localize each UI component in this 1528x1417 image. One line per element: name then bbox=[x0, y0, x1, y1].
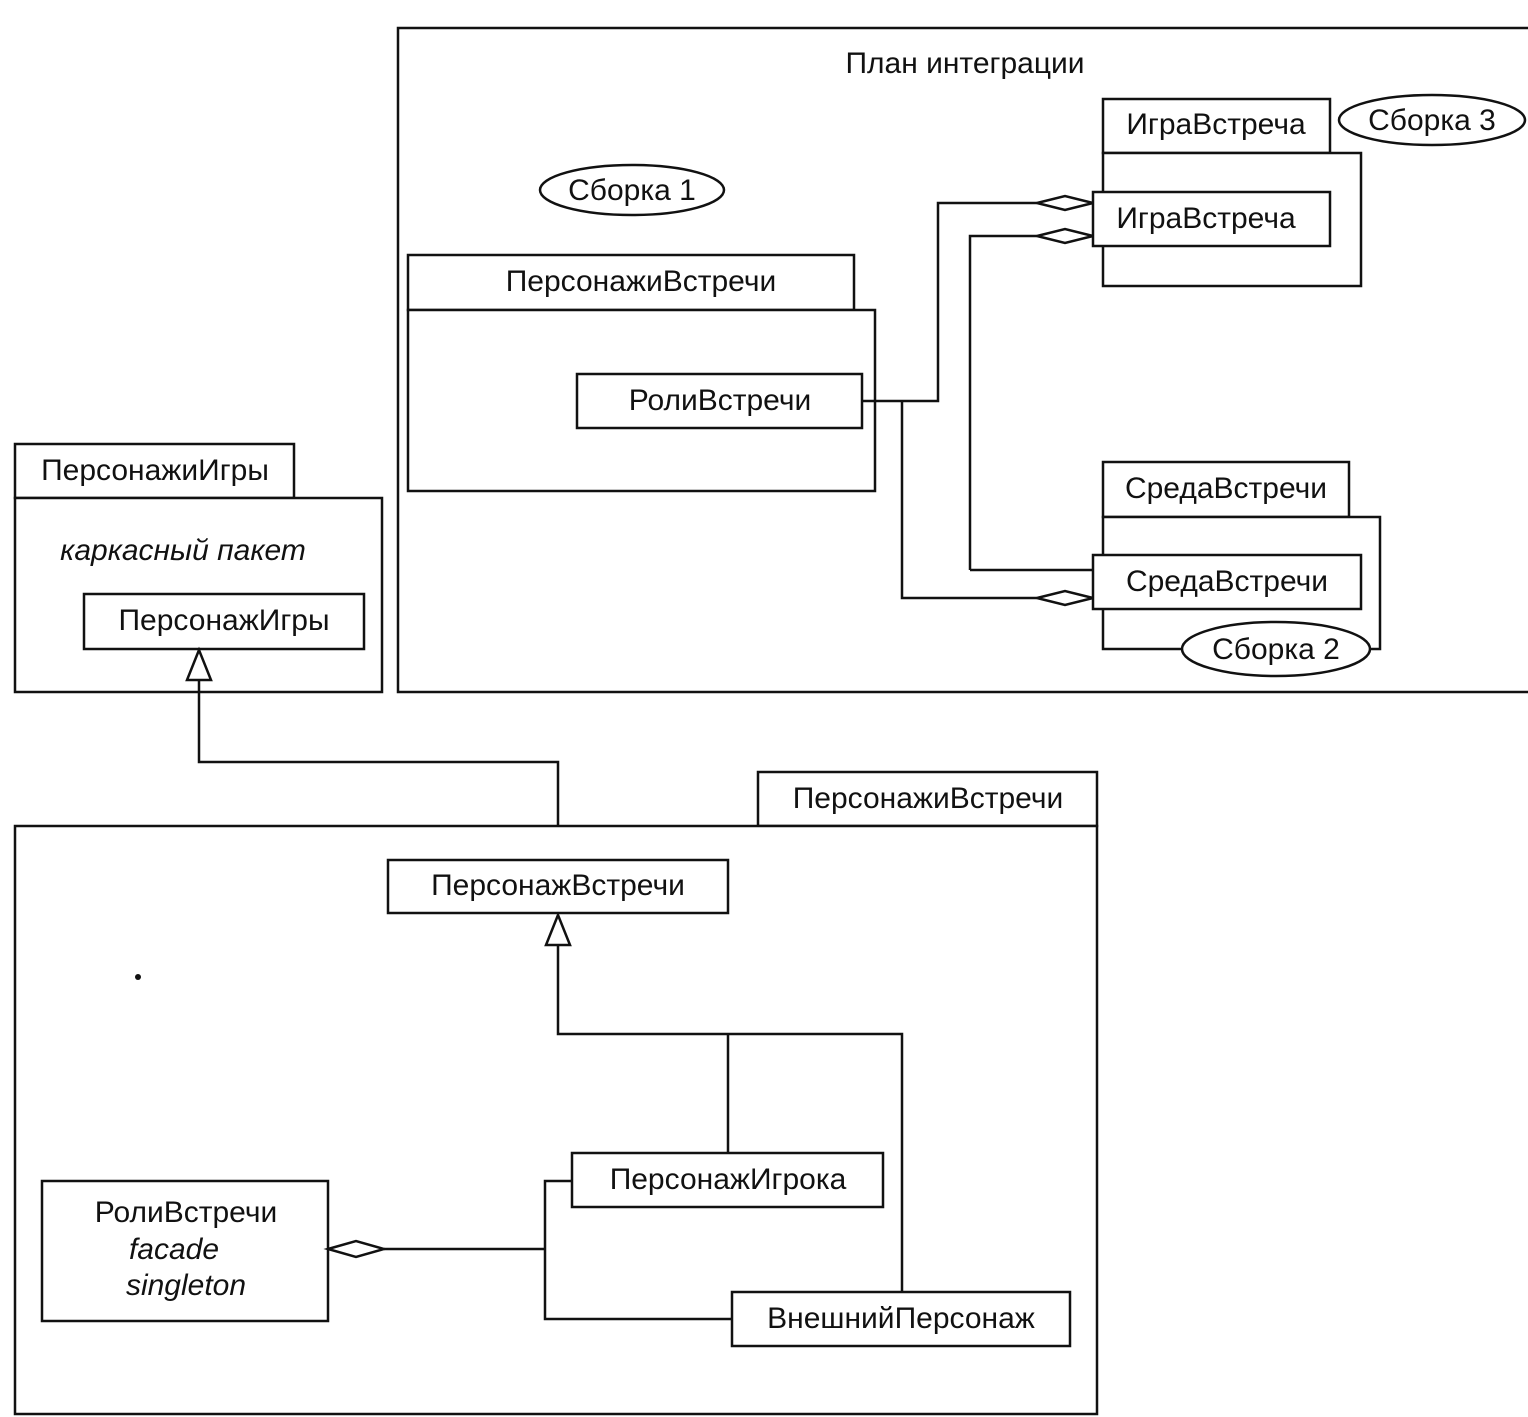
player-character-class-name: ПерсонажИгрока bbox=[610, 1163, 847, 1196]
plan-characters-package-name: ПерсонажиВстречи bbox=[506, 265, 777, 298]
player-character-class bbox=[570, 1151, 885, 1209]
framework-package-stereotype: каркасный пакет bbox=[60, 534, 306, 567]
env-class-name: СредаВстречи bbox=[1126, 565, 1328, 598]
build-3-label: Сборка 3 bbox=[1368, 104, 1496, 137]
integration-plan-title: План интеграции bbox=[845, 47, 1084, 80]
roles-to-game-connector-1 bbox=[862, 201, 1037, 403]
external-character-class bbox=[730, 1290, 1072, 1348]
env-to-game-connector bbox=[968, 234, 1037, 570]
game-package-name: ИграВстреча bbox=[1126, 108, 1306, 141]
game-character-class-name: ПерсонажИгры bbox=[118, 604, 329, 637]
stray-dot bbox=[135, 974, 141, 980]
env-package-tab bbox=[1101, 460, 1351, 519]
integration-plan-frame bbox=[396, 26, 1528, 694]
meeting-to-game-character-generalization bbox=[197, 680, 560, 860]
aggregation-diamond-game-2 bbox=[1036, 227, 1094, 245]
roles-aggregation-branches bbox=[543, 1179, 732, 1321]
aggregation-diamond-game-1 bbox=[1036, 194, 1094, 212]
subclass-generalization-trunk bbox=[556, 945, 904, 1292]
roles-singleton-pattern: singleton bbox=[126, 1269, 246, 1302]
meeting-character-class-name: ПерсонажВстречи bbox=[431, 869, 685, 902]
build-2-ellipse bbox=[1180, 620, 1372, 678]
game-character-class bbox=[82, 592, 366, 651]
plan-roles-class bbox=[575, 372, 864, 430]
generalization-arrow-game-character bbox=[185, 646, 213, 682]
env-package-name: СредаВстречи bbox=[1125, 472, 1327, 505]
aggregation-diamond-env bbox=[1036, 589, 1094, 607]
build-1-ellipse bbox=[538, 163, 726, 217]
build-1-label: Сборка 1 bbox=[568, 174, 696, 207]
roles-facade-class bbox=[40, 1179, 330, 1323]
roles-facade-class-name: РолиВстречи bbox=[95, 1196, 278, 1229]
meeting-characters-package-name: ПерсонажиВстречи bbox=[793, 782, 1064, 815]
external-character-class-name: ВнешнийПерсонаж bbox=[767, 1302, 1035, 1335]
build-3-ellipse bbox=[1337, 93, 1527, 147]
meeting-character-class bbox=[386, 858, 730, 915]
meeting-characters-package-tab bbox=[756, 770, 1099, 828]
build-2-label: Сборка 2 bbox=[1212, 633, 1340, 666]
plan-roles-class-name: РолиВстречи bbox=[629, 384, 812, 417]
roles-facade-pattern: facade bbox=[129, 1233, 219, 1266]
game-characters-package-name: ПерсонажиИгры bbox=[41, 454, 269, 487]
env-class bbox=[1091, 553, 1363, 611]
roles-to-env-connector bbox=[900, 401, 1037, 600]
aggregation-diamond-roles bbox=[323, 1239, 389, 1259]
game-class bbox=[1091, 190, 1332, 248]
game-class-name: ИграВстреча bbox=[1116, 202, 1296, 235]
generalization-arrow-meeting-character bbox=[544, 911, 572, 947]
